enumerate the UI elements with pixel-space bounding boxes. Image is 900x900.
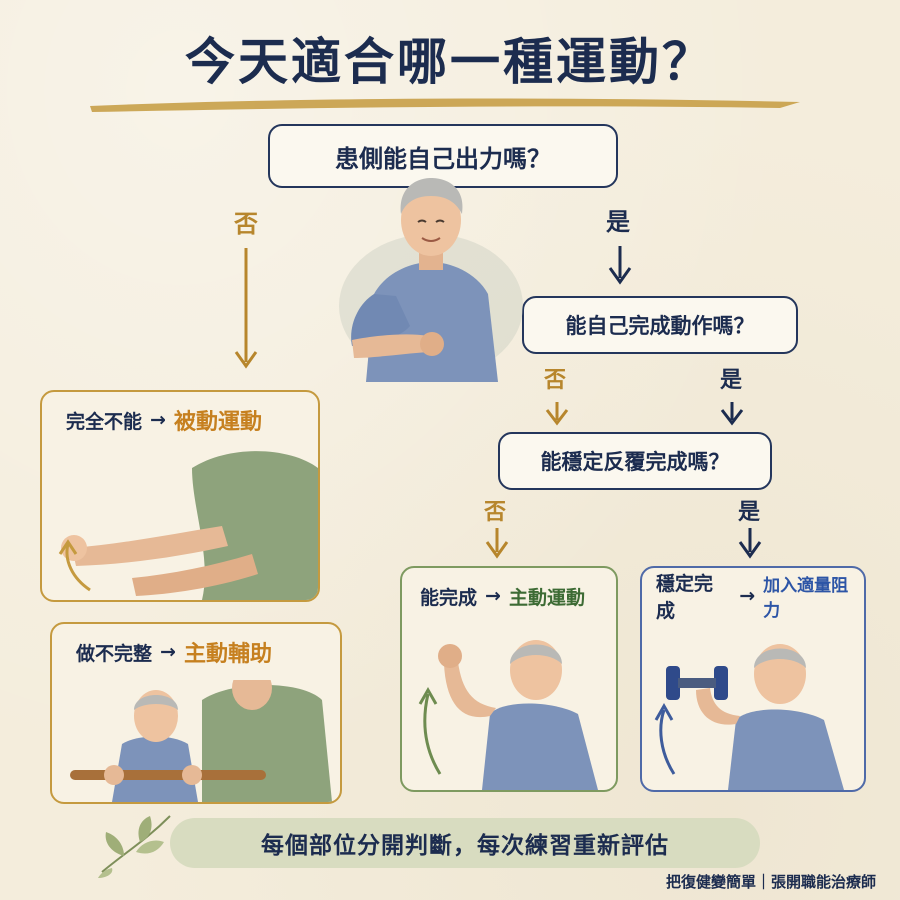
elderly-man-illustration [339,178,523,382]
card-assisted-result: 主動輔助 [183,642,272,667]
card-resisted-exercise: 穩定完成 → 加入適量阻力 [640,566,866,792]
banner-text: 每個部位分開判斷，每次練習重新評估 [261,833,669,859]
card-active-result: 主動運動 [508,586,585,609]
branch-label-q1-no: 否 [234,210,258,238]
card-passive-condition: 完全不能 [66,410,143,433]
leaf-decoration-icon [98,815,171,878]
card-passive-arrow: → [150,409,166,431]
card-resisted-result: 加入適量阻力 [763,576,849,621]
resisted-exercise-illustration [654,644,844,790]
card-assisted-exercise: 做不完整 → 主動輔助 [50,622,342,804]
card-resisted-header: 穩定完成 → 加入適量阻力 [642,568,864,624]
page-title: 今天適合哪一種運動？ [185,33,715,91]
bottom-banner: 每個部位分開判斷，每次練習重新評估 [170,818,760,868]
passive-exercise-illustration [58,451,318,600]
title-underline [90,98,800,112]
branch-label-q3-yes: 是 [738,500,761,525]
question-box-3: 能穩定反覆完成嗎？ [498,432,772,490]
card-assisted-condition: 做不完整 [76,642,153,665]
card-active-exercise: 能完成 → 主動運動 [400,566,618,792]
card-passive-result: 被動運動 [173,410,262,435]
card-resisted-arrow: → [739,585,756,607]
footer-credit: 把復健變簡單｜張開職能治療師 [665,873,876,891]
branch-label-q1-yes: 是 [606,208,630,236]
branch-label-q2-yes: 是 [720,368,743,393]
question-2-text: 能自己完成動作嗎？ [565,314,755,338]
card-passive-exercise: 完全不能 → 被動運動 [40,390,320,602]
card-assisted-header: 做不完整 → 主動輔助 [52,624,340,680]
active-exercise-illustration [418,640,598,790]
card-active-arrow: → [485,585,501,607]
question-1-text: 患側能自己出力嗎？ [335,144,551,173]
assisted-exercise-illustration [70,680,332,802]
question-3-text: 能穩定反覆完成嗎？ [540,450,730,474]
question-box-2: 能自己完成動作嗎？ [522,296,798,354]
card-active-condition: 能完成 [420,586,478,609]
card-passive-header: 完全不能 → 被動運動 [42,392,318,448]
card-active-header: 能完成 → 主動運動 [402,568,616,624]
branch-label-q3-no: 否 [484,500,507,525]
card-assisted-arrow: → [160,641,176,663]
branch-label-q2-no: 否 [544,368,567,393]
card-resisted-condition: 穩定完成 [656,573,714,622]
